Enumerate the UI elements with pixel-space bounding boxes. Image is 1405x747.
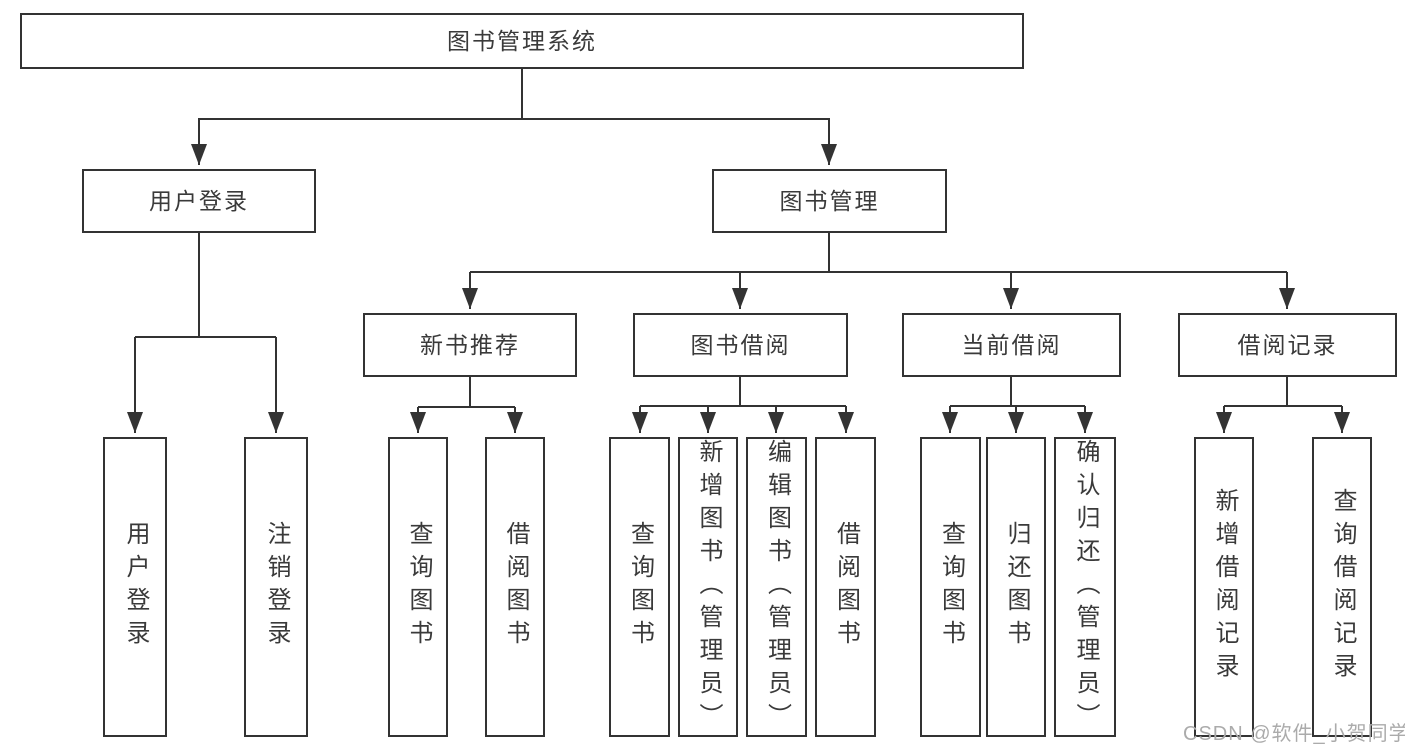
leaf-user-login: 用户登录 [103,437,167,737]
node-book-borrowing: 图书借阅 [633,313,848,377]
leaf-label: 新增图书（管理员） [695,438,722,736]
leaf-add-borrow-record: 新增借阅记录 [1194,437,1254,737]
leaf-label: 查询图书 [937,521,965,653]
leaf-add-books-admin: 新增图书（管理员） [678,437,738,737]
leaf-label: 借阅图书 [832,521,860,653]
node-user-login-branch: 用户登录 [82,169,316,233]
leaf-label: 确认归还（管理员） [1072,438,1099,736]
leaf-edit-books-admin: 编辑图书（管理员） [746,437,807,737]
leaf-logout: 注销登录 [244,437,308,737]
leaf-label: 注销登录 [263,521,290,653]
node-new-book-recommendation: 新书推荐 [363,313,577,377]
node-borrowing-records: 借阅记录 [1178,313,1397,377]
leaf-query-books-borrow: 查询图书 [609,437,670,737]
leaf-confirm-return-admin: 确认归还（管理员） [1054,437,1116,737]
leaf-label: 归还图书 [1003,521,1030,653]
node-label: 当前借阅 [961,331,1062,358]
leaf-query-borrow-record: 查询借阅记录 [1312,437,1372,737]
node-label: 新书推荐 [420,331,520,358]
csdn-watermark: CSDN @软件_小贺同学 [1183,723,1405,745]
leaf-label: 查询图书 [405,521,432,653]
node-book-management-branch: 图书管理 [712,169,947,233]
node-label: 用户登录 [149,187,249,214]
node-label: 图书管理 [779,187,880,214]
node-label: 图书管理系统 [447,27,597,54]
node-library-management-system: 图书管理系统 [20,13,1024,69]
leaf-query-books-recommend: 查询图书 [388,437,448,737]
leaf-label: 查询图书 [626,521,654,653]
leaf-borrow-books: 借阅图书 [815,437,876,737]
leaf-label: 用户登录 [122,521,149,653]
node-label: 借阅记录 [1237,331,1338,358]
leaf-borrow-books-recommend: 借阅图书 [485,437,545,737]
leaf-label: 新增借阅记录 [1211,488,1238,686]
leaf-label: 查询借阅记录 [1329,488,1356,686]
leaf-label: 编辑图书（管理员） [763,438,791,736]
leaf-return-books: 归还图书 [986,437,1046,737]
leaf-label: 借阅图书 [502,521,529,653]
leaf-query-books-current: 查询图书 [920,437,981,737]
node-current-borrowing: 当前借阅 [902,313,1121,377]
node-label: 图书借阅 [690,331,791,358]
